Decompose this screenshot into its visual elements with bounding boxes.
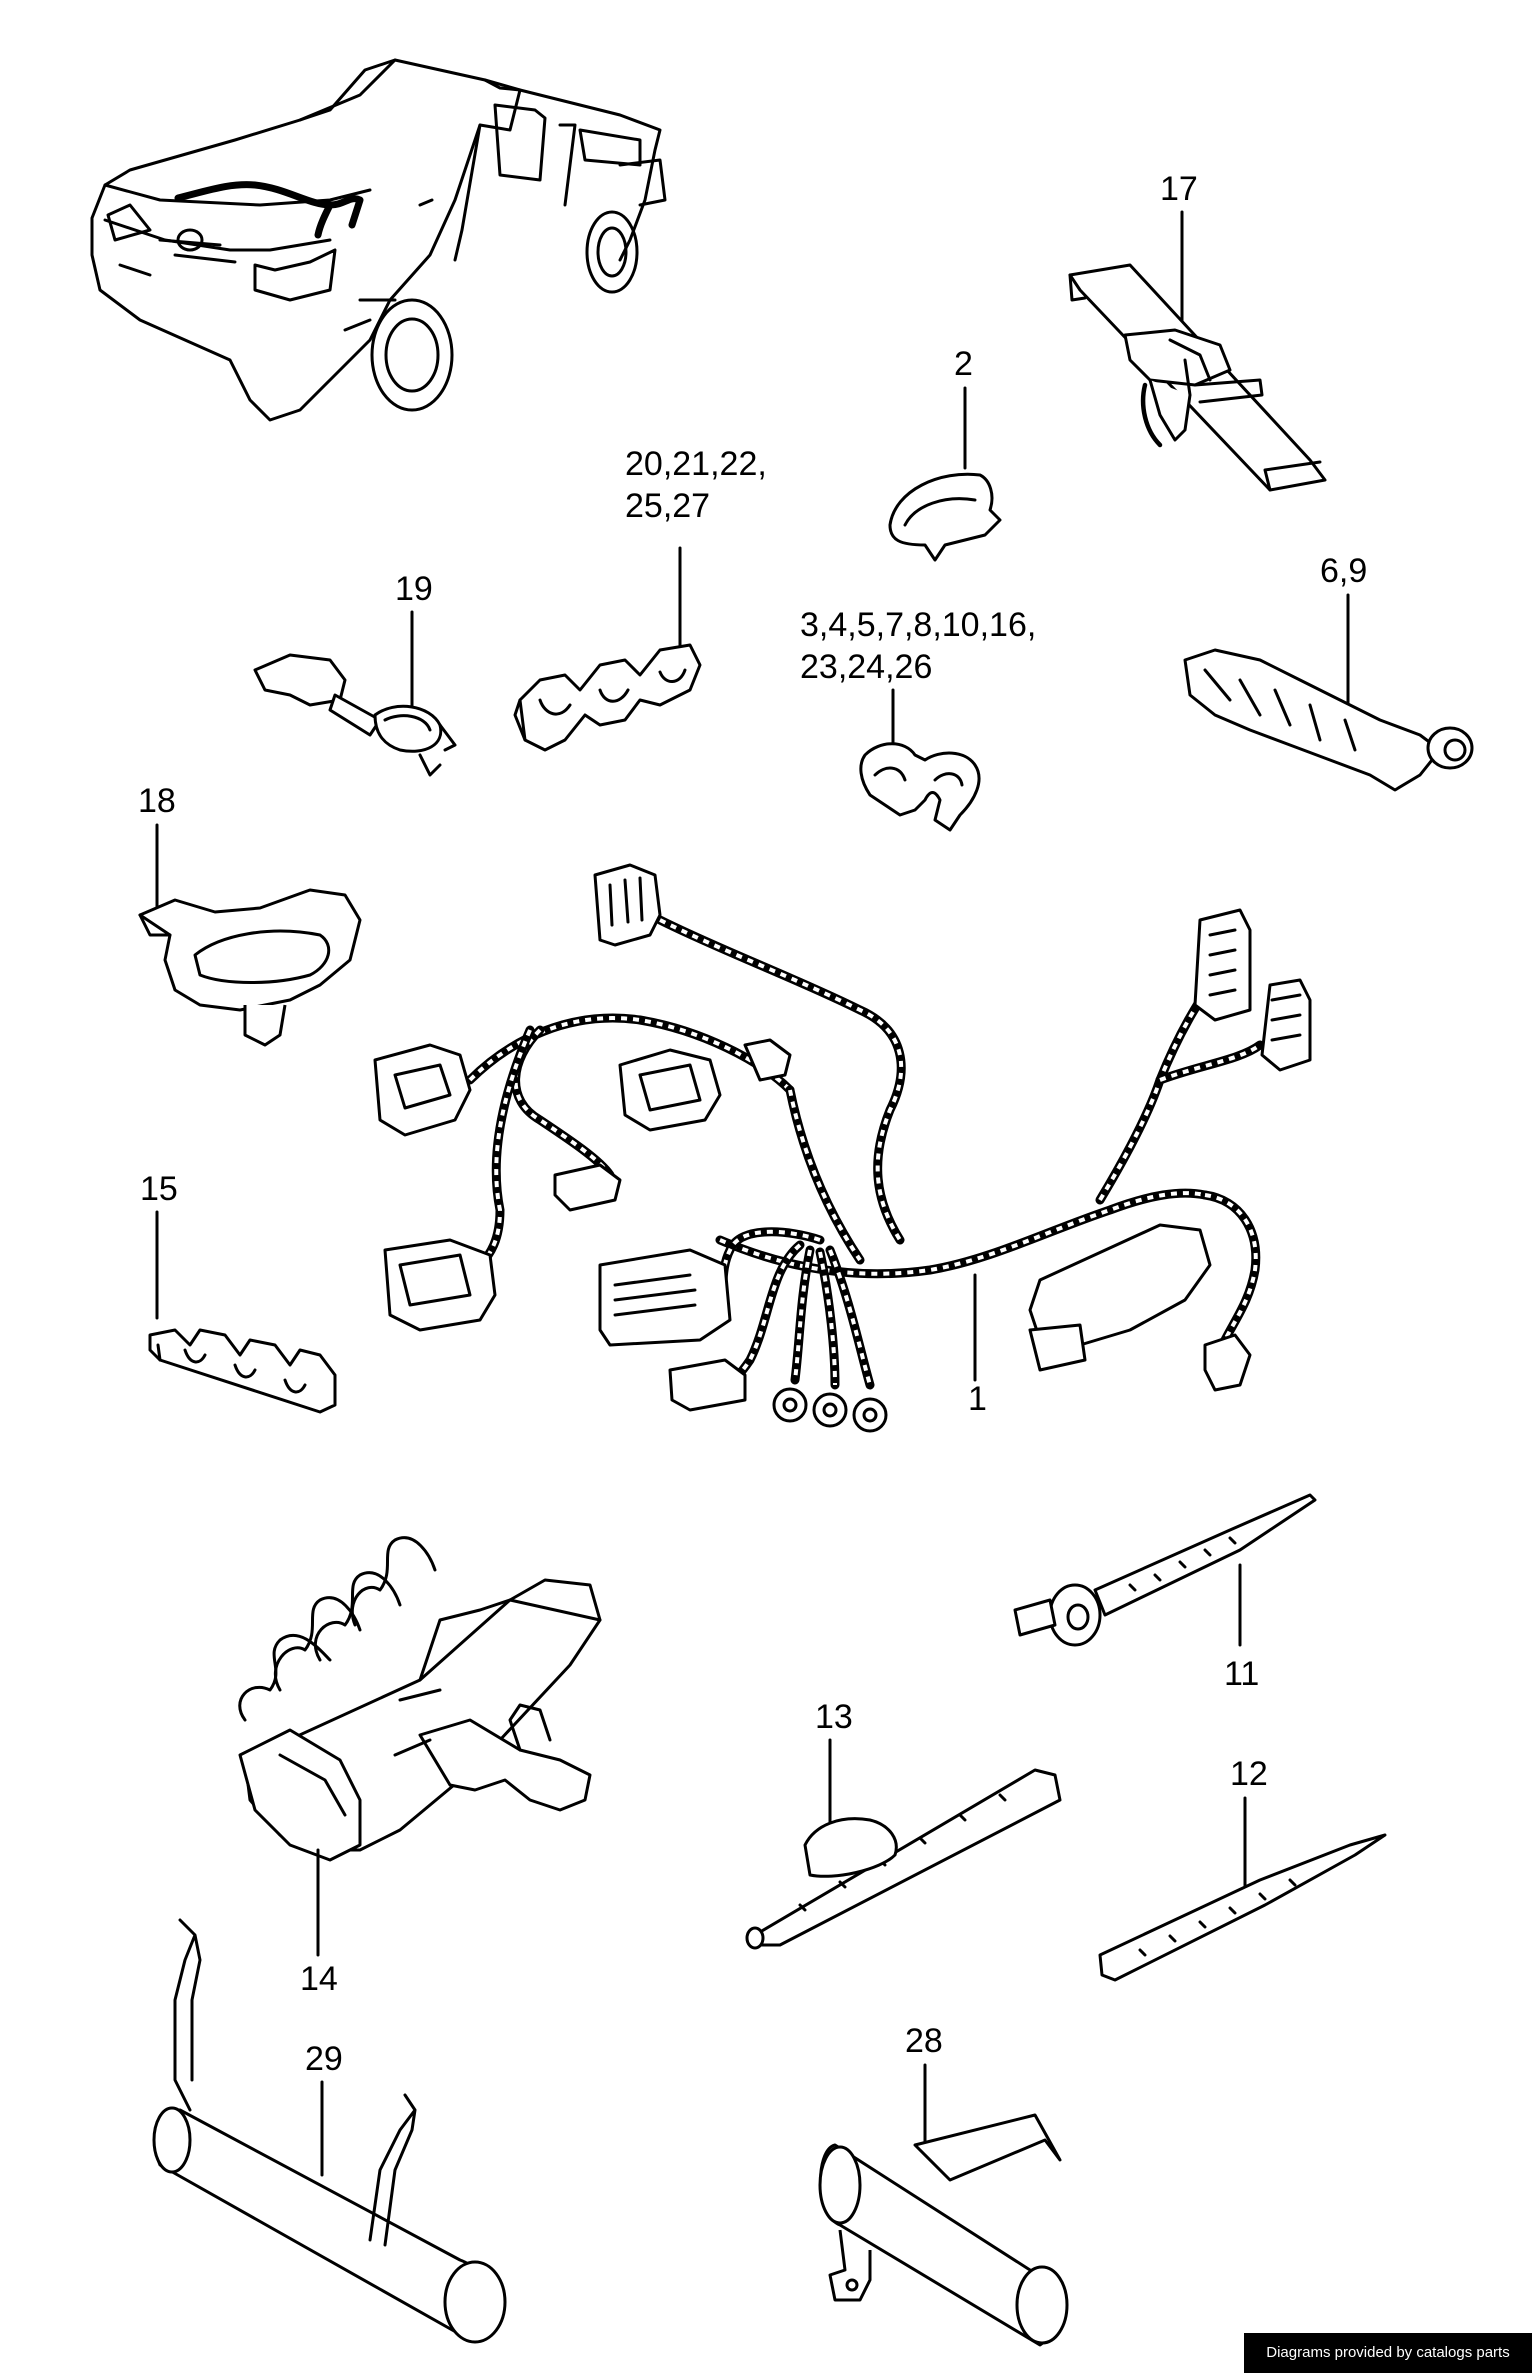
part-17-clip: 17 — [1068, 170, 1327, 492]
part-1-wiring-harness: 1 — [373, 863, 1312, 1433]
label-15: 15 — [140, 1170, 178, 1208]
vehicle-illustration — [90, 58, 667, 422]
label-18: 18 — [138, 782, 176, 820]
part-3-group-clips: 3,4,5,7,8,10,16, 23,24,26 — [800, 606, 1036, 832]
label-20-line2: 25,27 — [625, 487, 710, 525]
part-19-clip: 19 — [253, 570, 457, 777]
label-3-line2: 23,24,26 — [800, 648, 932, 686]
part-28-tube: 28 — [818, 2022, 1069, 2347]
part-29-tube: 29 — [152, 1918, 507, 2344]
label-13: 13 — [815, 1698, 853, 1736]
part-2-clip: 2 — [888, 345, 1002, 562]
part-20-group-clips: 20,21,22, 25,27 — [513, 445, 767, 752]
label-19: 19 — [395, 570, 433, 608]
label-29: 29 — [305, 2040, 343, 2078]
part-12-cable-tie: 12 — [1098, 1755, 1387, 1982]
part-15-holder: 15 — [140, 1170, 337, 1414]
part-14-holder: 14 — [238, 1536, 602, 1998]
label-17: 17 — [1160, 170, 1198, 208]
label-2: 2 — [954, 345, 973, 383]
label-3-line1: 3,4,5,7,8,10,16, — [800, 606, 1036, 644]
part-6-9-connector: 6,9 — [1183, 552, 1474, 792]
label-20-line1: 20,21,22, — [625, 445, 767, 483]
diagram-credit: Diagrams provided by catalogs parts — [1244, 2333, 1532, 2373]
part-18-bracket: 18 — [138, 782, 362, 1047]
label-12: 12 — [1230, 1755, 1268, 1793]
label-1: 1 — [968, 1380, 987, 1418]
label-6-9: 6,9 — [1320, 552, 1367, 590]
part-13-cable-tie: 13 — [745, 1698, 1062, 1950]
label-14: 14 — [300, 1960, 338, 1998]
part-11-cable-tie: 11 — [1013, 1493, 1317, 1693]
label-11: 11 — [1224, 1655, 1259, 1693]
label-28: 28 — [905, 2022, 943, 2060]
